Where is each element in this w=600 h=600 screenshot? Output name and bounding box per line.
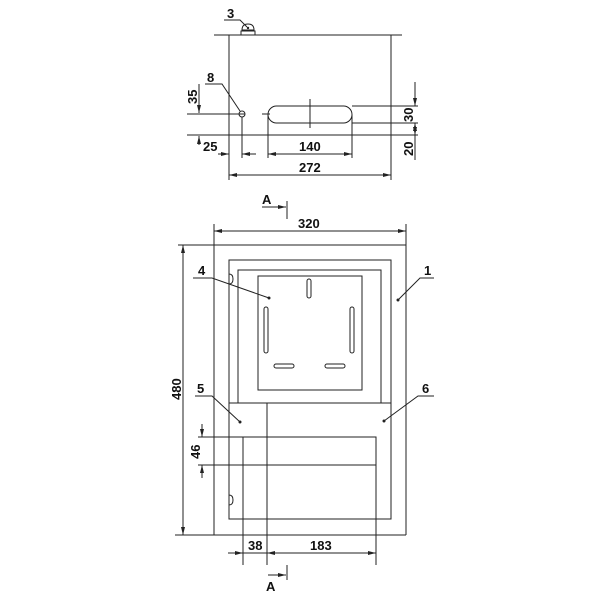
- dim-140: 140: [299, 139, 321, 154]
- dim-25: 25: [203, 139, 217, 154]
- front-view: A 320 480 46 38 183: [169, 192, 434, 594]
- leader-dot: [238, 420, 242, 424]
- callout-4: 4: [198, 263, 206, 278]
- inner-frame: [237, 269, 382, 404]
- section-mark-bottom: A: [266, 579, 276, 594]
- leader-5: [195, 395, 241, 423]
- part-3-knob: [240, 23, 256, 36]
- panel-part-4: [257, 275, 363, 391]
- hinge-top: [228, 273, 234, 285]
- callout-6: 6: [422, 381, 429, 396]
- leader-dot: [382, 419, 386, 423]
- panel-slot: [306, 278, 312, 299]
- leader-3: [224, 19, 248, 28]
- dim-272: 272: [299, 160, 321, 175]
- section-mark-top: A: [262, 192, 272, 207]
- callout-1: 1: [424, 263, 431, 278]
- leader-4: [193, 277, 270, 299]
- dim-35: 35: [185, 90, 200, 104]
- leader-dot: [267, 296, 271, 300]
- callout-5: 5: [197, 381, 204, 396]
- dim-46: 46: [188, 445, 203, 459]
- dim-38: 38: [248, 538, 262, 553]
- leader-6: [383, 395, 434, 422]
- leader-dot: [396, 298, 400, 302]
- callout-8: 8: [207, 70, 214, 85]
- panel-slot: [324, 363, 346, 369]
- dim-480: 480: [169, 378, 184, 400]
- panel-slot: [349, 306, 355, 354]
- dim-183: 183: [310, 538, 332, 553]
- dim-20: 20: [401, 142, 416, 156]
- callout-3: 3: [227, 6, 234, 21]
- top-view: 3 8 35 25 140 272 30 20: [185, 6, 418, 180]
- dim-30: 30: [401, 108, 416, 122]
- dim-320: 320: [298, 216, 320, 231]
- hinge-bottom: [228, 494, 234, 506]
- panel-slot: [263, 306, 269, 354]
- panel-slot: [273, 363, 295, 369]
- lower-compartment: [242, 436, 377, 520]
- leader-8: [205, 83, 241, 112]
- leader-1: [397, 277, 434, 301]
